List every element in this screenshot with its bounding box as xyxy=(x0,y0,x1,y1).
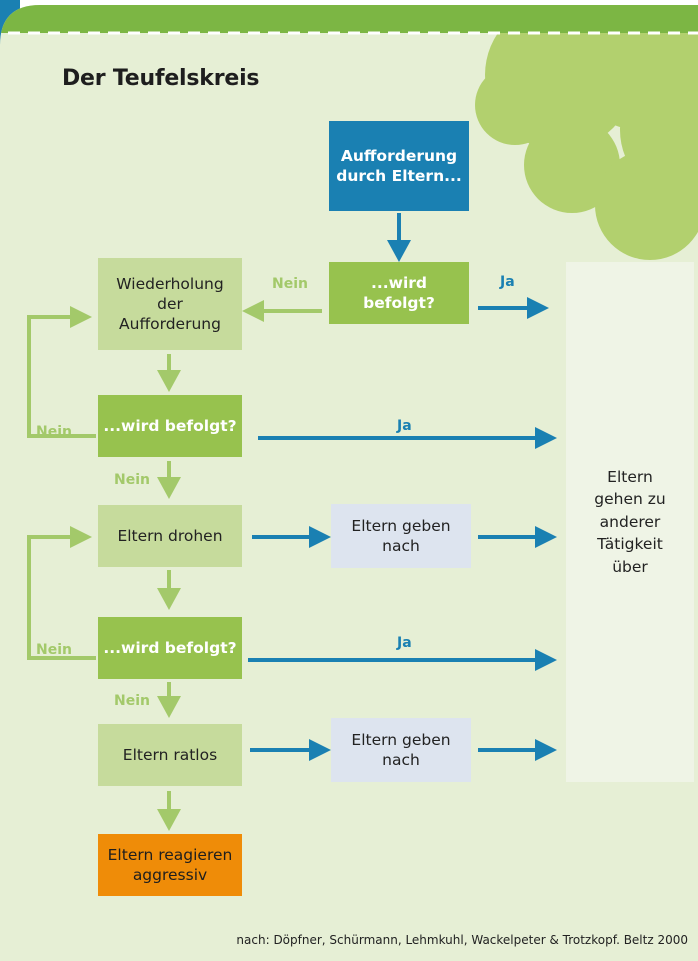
node-request: Aufforderung durch Eltern... xyxy=(329,121,469,211)
label-no-2: Nein xyxy=(36,424,72,440)
header-band xyxy=(0,5,698,33)
arrow-heads-green xyxy=(70,300,264,831)
node-give-in-1-label: Eltern geben nach xyxy=(351,516,451,555)
node-helpless-label: Eltern ratlos xyxy=(122,745,218,764)
node-parents-aggressive: Eltern reagieren aggressiv xyxy=(98,834,242,896)
node-parents-give-in-1: Eltern geben nach xyxy=(331,504,471,568)
label-yes-1: Ja xyxy=(500,274,515,290)
label-no-4: Nein xyxy=(36,642,72,658)
node-repeat-request: Wiederholung der Aufforderung xyxy=(98,258,242,350)
node-outcome-label: Eltern gehen zu anderer Tätigkeit über xyxy=(594,467,666,576)
node-aggressive-label: Eltern reagieren aggressiv xyxy=(107,845,233,884)
node-parents-threaten: Eltern drohen xyxy=(98,505,242,567)
label-yes-3: Ja xyxy=(397,635,412,651)
arrows-blue xyxy=(248,213,538,752)
node-check-3-label: ...wird befolgt? xyxy=(103,638,237,657)
node-request-label: Aufforderung durch Eltern... xyxy=(336,146,462,185)
sun-blob xyxy=(475,5,698,260)
node-check-2-label: ...wird befolgt? xyxy=(103,416,237,435)
node-threaten-label: Eltern drohen xyxy=(117,526,223,545)
diagram-title: Der Teufelskreis xyxy=(62,66,260,91)
node-check-1-label: ...wird befolgt? xyxy=(363,273,435,312)
node-parents-helpless: Eltern ratlos xyxy=(98,724,242,786)
label-no-5: Nein xyxy=(114,693,150,709)
label-no-3: Nein xyxy=(114,472,150,488)
node-check-3: ...wird befolgt? xyxy=(98,617,242,679)
label-yes-2: Ja xyxy=(397,418,412,434)
node-outcome-other-activity: Eltern gehen zu anderer Tätigkeit über xyxy=(566,262,694,782)
node-parents-give-in-2: Eltern geben nach xyxy=(331,718,471,782)
node-check-2: ...wird befolgt? xyxy=(98,395,242,457)
label-no-1: Nein xyxy=(272,276,308,292)
source-citation: nach: Döpfner, Schürmann, Lehmkuhl, Wack… xyxy=(236,933,688,947)
main-panel xyxy=(0,5,698,961)
node-repeat-label: Wiederholung der Aufforderung xyxy=(116,274,224,334)
node-check-1: ...wird befolgt? xyxy=(329,262,469,324)
node-give-in-2-label: Eltern geben nach xyxy=(351,730,451,769)
arrow-heads-blue xyxy=(309,240,557,761)
